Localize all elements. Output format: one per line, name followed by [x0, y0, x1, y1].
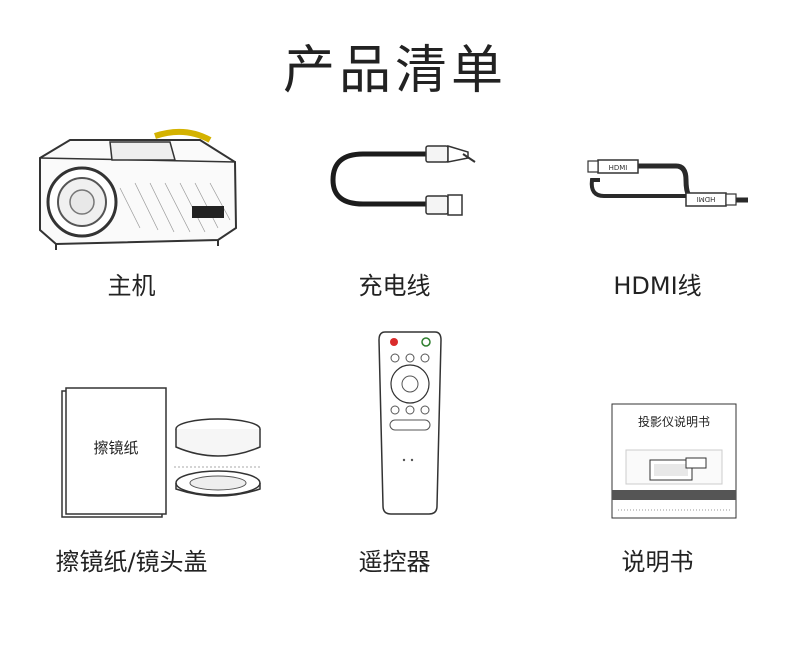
manual-icon: 投影仪说明书 — [611, 403, 737, 519]
paper-label: 擦镜纸 — [93, 439, 138, 457]
item-label: 充电线 — [358, 272, 431, 300]
page-title: 产品清单 — [282, 41, 507, 101]
hdmi-text-2: HDMI — [697, 195, 716, 203]
hdmi-text: HDMI — [609, 164, 628, 172]
projector-icon — [39, 128, 238, 250]
power-cable-icon — [330, 144, 476, 216]
hdmi-cable-icon: HDMI HDMI — [587, 159, 748, 207]
remote-control-icon — [378, 331, 442, 515]
item-label: 说明书 — [621, 548, 694, 576]
item-label: HDMI线 — [613, 272, 702, 300]
item-label: 遥控器 — [358, 548, 431, 576]
lens-cloth-and-cap-icon: 擦镜纸 — [61, 387, 262, 518]
item-label: 主机 — [107, 272, 156, 300]
manual-title: 投影仪说明书 — [638, 414, 710, 429]
item-label: 擦镜纸/镜头盖 — [55, 548, 208, 576]
